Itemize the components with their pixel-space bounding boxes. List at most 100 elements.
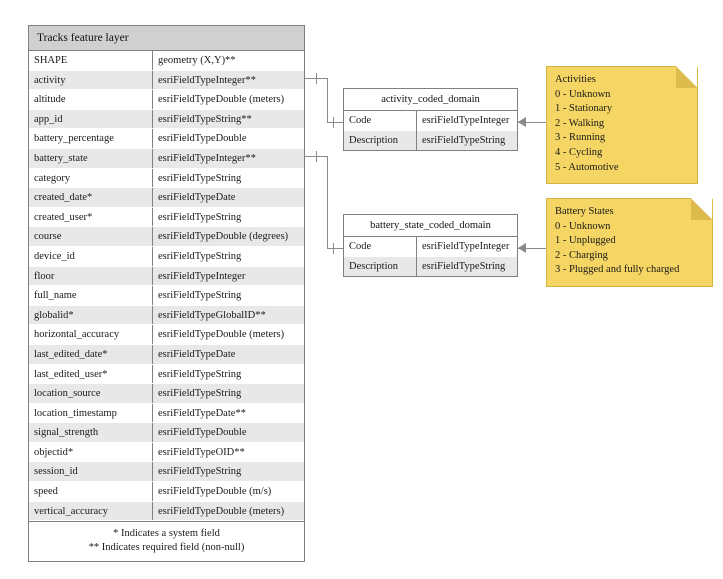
- domain-code-type: esriFieldTypeInteger: [422, 115, 510, 126]
- connector-battery-tick-1: [316, 151, 317, 162]
- entity-title: Tracks feature layer: [29, 26, 304, 51]
- entity-field-name: objectid*: [29, 442, 153, 462]
- entity-field-row: altitude esriFieldTypeDouble (meters): [29, 90, 304, 110]
- entity-field-type: esriFieldTypeString: [158, 211, 242, 223]
- note-entry: 3 - Plugged and fully charged: [555, 264, 680, 276]
- connector-activity-tick-2: [333, 117, 334, 128]
- entity-field-row: last_edited_date* esriFieldTypeDate: [29, 344, 304, 365]
- entity-field-type: esriFieldTypeString: [158, 172, 242, 184]
- domain-row: Description esriFieldTypeString: [344, 130, 517, 151]
- entity-legend-footer: * Indicates a system field ** Indicates …: [29, 521, 304, 562]
- entity-field-name: battery_state: [29, 148, 153, 168]
- domain-description-type: esriFieldTypeString: [422, 260, 506, 272]
- domain-code-type: esriFieldTypeInteger: [422, 241, 510, 252]
- note-entry: 2 - Walking: [555, 117, 605, 129]
- entity-field-type: esriFieldTypeDouble: [158, 133, 247, 145]
- entity-field-name: signal_strength: [29, 423, 153, 442]
- note-entry: 1 - Stationary: [555, 103, 613, 115]
- connector-activity-segment-h2: [327, 122, 344, 123]
- connector-activity-tick-1: [316, 73, 317, 84]
- domain-row: Code esriFieldTypeInteger: [344, 237, 517, 257]
- entity-field-row: location_timestamp esriFieldTypeDate**: [29, 403, 304, 424]
- connector-battery-segment-h2: [327, 248, 344, 249]
- domain-code-label: Code: [344, 237, 417, 257]
- entity-field-type: esriFieldTypeOID**: [158, 446, 245, 458]
- entity-field-type: esriFieldTypeDate: [158, 348, 236, 360]
- note-title: Activities: [555, 74, 596, 85]
- entity-field-type: esriFieldTypeInteger**: [158, 152, 256, 164]
- activity-coded-domain-table: activity_coded_domain Code esriFieldType…: [343, 88, 518, 152]
- battery-state-coded-domain-table: battery_state_coded_domain Code esriFiel…: [343, 214, 518, 278]
- entity-field-name: created_user*: [29, 207, 153, 227]
- connector-activity-segment-v: [327, 78, 328, 123]
- entity-field-name: floor: [29, 266, 153, 286]
- entity-field-row: activity esriFieldTypeInteger**: [29, 70, 304, 91]
- domain-description-label: Description: [344, 256, 417, 277]
- domain-code-label: Code: [344, 111, 417, 131]
- entity-field-type: esriFieldTypeDate: [158, 192, 236, 204]
- entity-field-row: speed esriFieldTypeDouble (m/s): [29, 482, 304, 502]
- domain-description-type: esriFieldTypeString: [422, 134, 506, 146]
- connector-battery-segment-v: [327, 156, 328, 249]
- connector-battery-note-line: [518, 248, 546, 249]
- entity-field-type: esriFieldTypeDouble (meters): [158, 329, 285, 341]
- domain-row: Code esriFieldTypeInteger: [344, 111, 517, 131]
- entity-field-row: objectid* esriFieldTypeOID**: [29, 442, 304, 463]
- entity-field-name: category: [29, 168, 153, 188]
- entity-field-type: esriFieldTypeDate**: [158, 407, 246, 419]
- note-fold-corner-icon: [676, 66, 698, 88]
- entity-field-name: vertical_accuracy: [29, 501, 153, 521]
- connector-battery-note-arrowhead: [518, 243, 526, 253]
- note-entry: 5 - Automotive: [555, 161, 619, 173]
- entity-field-type: esriFieldTypeInteger**: [158, 74, 256, 86]
- entity-field-type: esriFieldTypeString: [158, 388, 242, 400]
- entity-field-name: course: [29, 227, 153, 246]
- battery-domain-title: battery_state_coded_domain: [344, 215, 517, 237]
- entity-field-name: globalid*: [29, 305, 153, 325]
- entity-field-name: horizontal_accuracy: [29, 325, 153, 344]
- entity-field-name: altitude: [29, 90, 153, 109]
- entity-field-type: esriFieldTypeString: [158, 290, 242, 302]
- entity-field-type: esriFieldTypeGlobalID**: [158, 309, 266, 321]
- entity-field-name: last_edited_date*: [29, 344, 153, 364]
- note-entry: 0 - Unknown: [555, 220, 611, 232]
- domain-description-label: Description: [344, 130, 417, 151]
- battery-states-note: Battery States 0 - Unknown 1 - Unplugged 2…: [546, 198, 713, 287]
- entity-field-type: esriFieldTypeString: [158, 466, 242, 478]
- entity-field-row: created_user* esriFieldTypeString: [29, 207, 304, 228]
- note-entry: 1 - Unplugged: [555, 235, 616, 247]
- legend-required-field: ** Indicates required field (non-null): [88, 542, 245, 554]
- entity-field-type: geometry (X,Y)**: [158, 55, 236, 66]
- entity-field-type: esriFieldTypeDouble (m/s): [158, 486, 272, 498]
- entity-field-type: esriFieldTypeString**: [158, 113, 252, 125]
- note-fold-corner-icon: [691, 198, 713, 220]
- entity-field-type: esriFieldTypeDouble (meters): [158, 94, 285, 106]
- entity-field-name: speed: [29, 482, 153, 501]
- entity-field-row: last_edited_user*esriFieldTypeString: [29, 364, 304, 385]
- note-title: Battery States: [555, 206, 614, 217]
- entity-field-type: esriFieldTypeDouble (degrees): [158, 231, 289, 243]
- entity-field-name: last_edited_user*: [29, 364, 153, 384]
- legend-system-field: * Indicates a system field: [113, 528, 220, 540]
- entity-field-name: location_timestamp: [29, 403, 153, 423]
- note-entry: 3 - Running: [555, 132, 606, 144]
- entity-field-row: globalid* esriFieldTypeGlobalID**: [29, 305, 304, 326]
- activity-domain-title: activity_coded_domain: [344, 89, 517, 111]
- entity-field-name: activity: [29, 70, 153, 90]
- entity-field-name: created_date*: [29, 188, 153, 207]
- note-entry: 2 - Charging: [555, 249, 608, 261]
- domain-row: Description esriFieldTypeString: [344, 256, 517, 277]
- entity-field-type: esriFieldTypeString: [158, 250, 242, 262]
